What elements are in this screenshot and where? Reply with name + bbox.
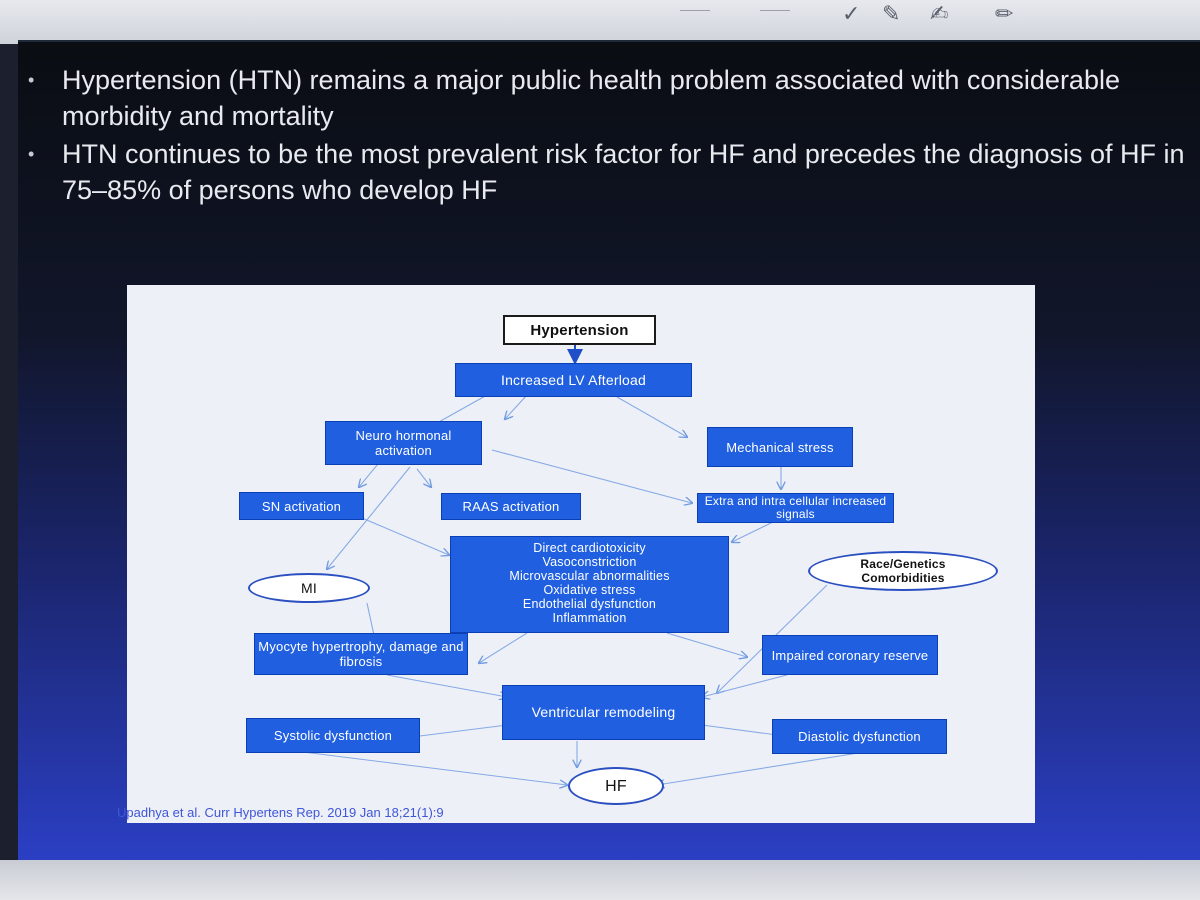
bullet-text: Hypertension (HTN) remains a major publi…	[62, 65, 1120, 131]
viewer-toolbar: ✓ ✎ ✍ ✏	[0, 0, 1200, 44]
citation: Upadhya et al. Curr Hypertens Rep. 2019 …	[117, 805, 444, 820]
arrow	[416, 468, 431, 487]
mechanism-item: Inflammation	[552, 611, 627, 625]
node-lv-afterload: Increased LV Afterload	[455, 363, 692, 397]
bullet-item: • HTN continues to be the most prevalent…	[18, 136, 1188, 208]
node-impaired-coronary-reserve: Impaired coronary reserve	[762, 635, 938, 675]
node-systolic-dysfunction: Systolic dysfunction	[246, 718, 420, 753]
node-sn-activation: SN activation	[239, 492, 364, 520]
node-mechanical-stress: Mechanical stress	[707, 427, 853, 467]
arrow	[732, 520, 776, 542]
slide-bullets: • Hypertension (HTN) remains a major pub…	[18, 62, 1188, 208]
check-icon[interactable]: ✓	[842, 2, 861, 27]
htn-hf-flow-diagram: Hypertension Increased LV Afterload Neur…	[117, 285, 1035, 823]
arrow	[327, 466, 411, 569]
node-myocyte-hypertrophy: Myocyte hypertrophy, damage and fibrosis	[254, 633, 468, 675]
node-cellular-signals: Extra and intra cellular increased signa…	[697, 493, 894, 523]
arrow	[666, 632, 747, 657]
mechanism-item: Direct cardiotoxicity	[533, 541, 646, 555]
node-hypertension: Hypertension	[503, 315, 656, 345]
bullet-dot-icon: •	[28, 144, 35, 164]
arrow	[657, 749, 878, 785]
mechanism-item: Vasoconstriction	[542, 555, 637, 569]
arrow	[616, 396, 687, 437]
arrow	[491, 449, 692, 503]
arrow	[386, 674, 507, 697]
node-diastolic-dysfunction: Diastolic dysfunction	[772, 719, 947, 754]
arrow	[412, 724, 508, 737]
node-raas-activation: RAAS activation	[441, 493, 581, 520]
node-race-genetics-comorbidities: Race/Genetics Comorbidities	[808, 551, 998, 591]
viewer-bottom-bar	[0, 860, 1200, 900]
node-hf: HF	[568, 767, 664, 805]
arrow	[286, 749, 567, 785]
pen-icon[interactable]: ✎	[882, 2, 901, 27]
arrow	[361, 517, 449, 555]
bullet-item: • Hypertension (HTN) remains a major pub…	[18, 62, 1188, 134]
bullet-dot-icon: •	[28, 70, 35, 90]
arrow	[505, 394, 528, 419]
edit-icon[interactable]: ✏	[995, 2, 1014, 27]
node-mechanisms: Direct cardiotoxicity Vasoconstriction M…	[450, 536, 729, 633]
signature-icon[interactable]: ✍	[930, 2, 949, 27]
mechanism-item: Oxidative stress	[543, 583, 636, 597]
mechanism-item: Microvascular abnormalities	[509, 569, 670, 583]
toolbar-divider	[760, 10, 790, 11]
arrow	[479, 632, 528, 663]
mechanism-item: Endothelial dysfunction	[522, 597, 657, 611]
arrow	[702, 674, 788, 697]
node-neurohormonal-activation: Neuro hormonal activation	[325, 421, 482, 465]
node-ventricular-remodeling: Ventricular remodeling	[502, 685, 705, 740]
toolbar-divider	[680, 10, 710, 11]
node-mi: MI	[248, 573, 370, 603]
bullet-text: HTN continues to be the most prevalent r…	[62, 139, 1185, 205]
